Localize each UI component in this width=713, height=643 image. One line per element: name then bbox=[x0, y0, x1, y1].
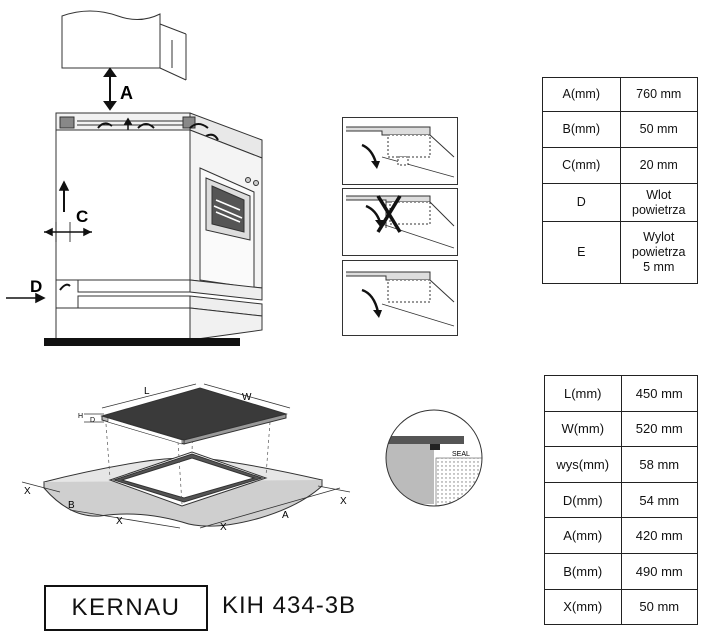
model-name: KIH 434-3B bbox=[222, 592, 357, 619]
dimension-c-arrow bbox=[44, 180, 92, 242]
spec-value: Wylot powietrza 5 mm bbox=[619, 221, 698, 284]
drawer-plinth bbox=[55, 130, 263, 341]
table-row: L(mm) 450 mm bbox=[544, 375, 698, 412]
spec-label: B(mm) bbox=[542, 111, 621, 148]
spec-label: B(mm) bbox=[544, 552, 622, 590]
brand-logo: KERNAU bbox=[44, 585, 208, 631]
spec-value-line: Wylot bbox=[643, 230, 675, 244]
label-a: A bbox=[120, 83, 133, 103]
hob-label-a: A bbox=[282, 510, 289, 521]
table-row: wys(mm) 58 mm bbox=[544, 446, 698, 483]
hob-spec-table: L(mm) 450 mm W(mm) 520 mm wys(mm) 58 mm … bbox=[544, 375, 698, 626]
spec-label: E bbox=[542, 221, 621, 284]
oven-cabinet bbox=[55, 129, 263, 289]
upper-cabinet bbox=[61, 10, 187, 81]
table-row: B(mm) 490 mm bbox=[544, 552, 698, 590]
table-row: X(mm) 50 mm bbox=[544, 588, 698, 626]
spec-label: X(mm) bbox=[544, 588, 622, 626]
spec-value: 58 mm bbox=[620, 446, 698, 483]
hob-label-d: D bbox=[90, 417, 95, 424]
brand-logo-text: KERNAU bbox=[71, 594, 181, 621]
spec-label: wys(mm) bbox=[544, 446, 622, 483]
spec-value: 490 mm bbox=[620, 552, 698, 590]
spec-value: 520 mm bbox=[620, 410, 698, 448]
table-row: D(mm) 54 mm bbox=[544, 481, 698, 519]
hob-label-h: H bbox=[78, 413, 83, 420]
table-row: C(mm) 20 mm bbox=[542, 147, 698, 184]
table-row: W(mm) 520 mm bbox=[544, 410, 698, 448]
installation-diagram: A B E bbox=[6, 10, 263, 346]
ventilation-detail-2 bbox=[342, 188, 458, 256]
seal-label: SEAL bbox=[452, 451, 470, 458]
spec-label: L(mm) bbox=[544, 375, 622, 412]
seal-detail: SEAL bbox=[385, 409, 483, 507]
ventilation-detail-1 bbox=[342, 117, 458, 185]
table-row: E Wylot powietrza 5 mm bbox=[542, 221, 698, 284]
hob-label-w: W bbox=[242, 392, 252, 403]
spec-value-line: 5 mm bbox=[643, 260, 675, 274]
installation-spec-table: A(mm) 760 mm B(mm) 50 mm C(mm) 20 mm D W… bbox=[542, 77, 698, 284]
dimension-lines bbox=[21, 383, 351, 529]
hob-label-x-center: X bbox=[220, 522, 227, 533]
hob-label-l: L bbox=[144, 386, 150, 397]
label-d: D bbox=[30, 277, 42, 296]
spec-value-line: powietrza bbox=[632, 202, 686, 217]
spec-value: 54 mm bbox=[620, 481, 698, 519]
hob-label-b: B bbox=[68, 500, 75, 511]
hob-cutout-diagram: L W H D X B X X A X bbox=[21, 383, 351, 533]
spec-value: 450 mm bbox=[620, 375, 698, 412]
spec-value: 20 mm bbox=[619, 147, 698, 184]
spec-label: W(mm) bbox=[544, 410, 622, 448]
spec-value: 50 mm bbox=[619, 111, 698, 148]
spec-value-line: powietrza bbox=[632, 245, 686, 259]
table-row: D Wlot powietrza bbox=[542, 183, 698, 222]
spec-value: 50 mm bbox=[620, 588, 698, 626]
table-row: B(mm) 50 mm bbox=[542, 111, 698, 148]
spec-label: D bbox=[542, 183, 621, 222]
spec-value: Wlot powietrza bbox=[619, 183, 698, 222]
spec-label: A(mm) bbox=[544, 517, 622, 554]
hob-glass bbox=[100, 387, 288, 445]
floor bbox=[44, 338, 240, 346]
hob-label-x-right: X bbox=[340, 496, 347, 507]
hob-label-x-bottom: X bbox=[116, 516, 123, 527]
worktop-slab bbox=[43, 451, 324, 527]
table-row: A(mm) 420 mm bbox=[544, 517, 698, 554]
dimension-d-arrow bbox=[6, 283, 71, 304]
spec-value: 420 mm bbox=[620, 517, 698, 554]
spec-value: 760 mm bbox=[619, 77, 698, 112]
spec-label: D(mm) bbox=[544, 481, 622, 519]
hob-label-x-left: X bbox=[24, 486, 31, 497]
spec-label: C(mm) bbox=[542, 147, 621, 184]
dimension-a-arrow bbox=[103, 67, 117, 111]
spec-label: A(mm) bbox=[542, 77, 621, 112]
table-row: A(mm) 760 mm bbox=[542, 77, 698, 112]
label-c: C bbox=[76, 207, 88, 226]
ventilation-detail-3 bbox=[342, 260, 458, 336]
spec-value-line: Wlot bbox=[646, 187, 672, 202]
